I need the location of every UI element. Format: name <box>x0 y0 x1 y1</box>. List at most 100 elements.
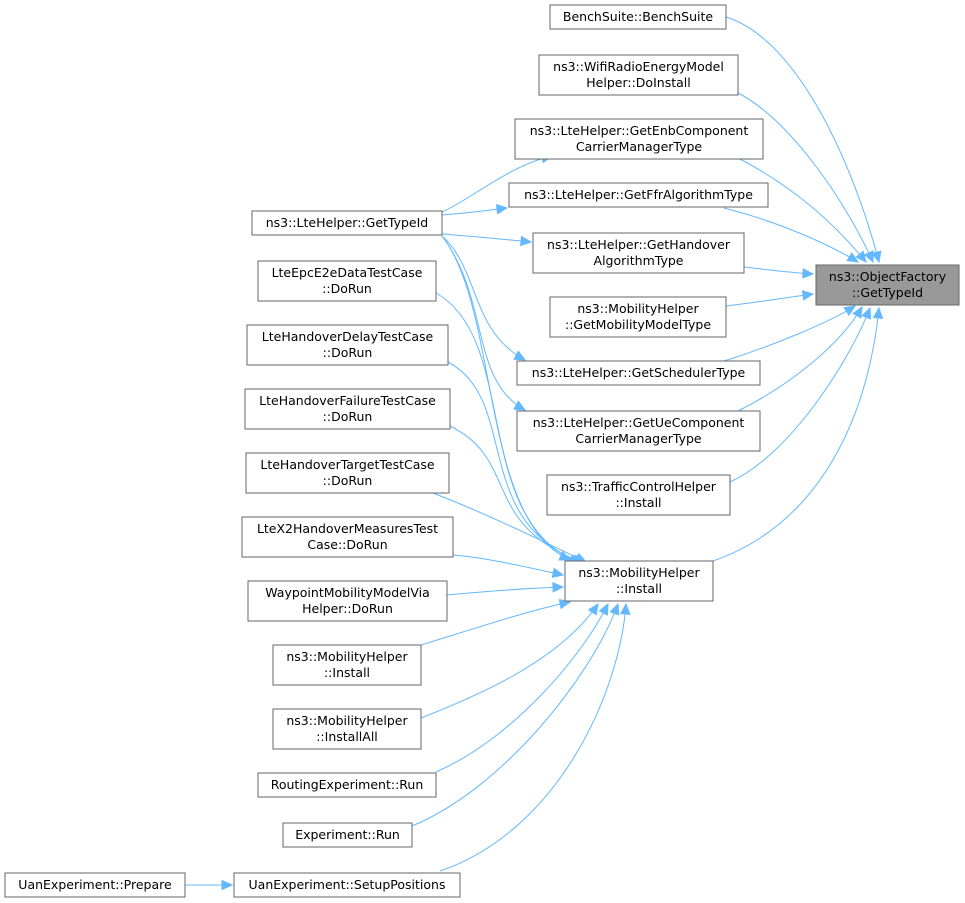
node-label: Experiment::Run <box>295 827 400 842</box>
node-box <box>549 296 727 338</box>
node-mhinstall2[interactable]: ns3::MobilityHelper::Install <box>272 644 422 686</box>
edge-line <box>427 490 587 563</box>
node-tch[interactable]: ns3::TrafficControlHelper::Install <box>546 474 731 516</box>
node-label: WaypointMobilityModelVia <box>265 585 430 600</box>
arrowhead-icon <box>863 250 874 264</box>
node-box <box>251 210 443 236</box>
node-box <box>244 388 451 430</box>
node-hotarget[interactable]: LteHandoverTargetTestCase::DoRun <box>245 452 450 494</box>
node-label: ns3::MobilityHelper <box>577 301 699 316</box>
arrowhead-icon <box>495 203 509 215</box>
node-label: ns3::MobilityHelper <box>286 649 408 664</box>
edge-line <box>723 305 856 362</box>
node-mhinstallall[interactable]: ns3::MobilityHelper::InstallAll <box>272 708 422 750</box>
nodes-layer: ns3::ObjectFactory::GetTypeId BenchSuite:… <box>4 4 960 898</box>
node-mhinstall[interactable]: ns3::MobilityHelper::Install <box>564 560 714 602</box>
node-box <box>532 232 745 274</box>
edge-line <box>435 603 609 773</box>
node-label: ns3::MobilityHelper <box>286 713 408 728</box>
edge-line <box>449 425 585 564</box>
node-box <box>257 260 437 302</box>
edge-uanprep-to-uansetup <box>184 879 234 891</box>
node-label: ::DoRun <box>323 473 373 488</box>
node-box <box>246 324 449 366</box>
node-ffr[interactable]: ns3::LteHelper::GetFfrAlgorithmType <box>508 182 769 208</box>
node-label: ns3::LteHelper::GetUeComponent <box>533 415 745 430</box>
arrowhead-icon <box>852 305 863 319</box>
node-label: LteEpcE2eDataTestCase <box>272 265 423 280</box>
edge-sched-to-focus <box>723 305 857 362</box>
edge-line <box>737 306 863 412</box>
node-box <box>257 772 437 798</box>
arrowhead-icon <box>520 235 533 247</box>
node-box <box>538 54 739 96</box>
node-routing[interactable]: RoutingExperiment::Run <box>257 772 437 798</box>
edge-uansetup-to-mhinstall <box>439 602 631 872</box>
node-label: ns3::MobilityHelper <box>578 565 700 580</box>
node-label: LteX2HandoverMeasuresTest <box>257 521 438 536</box>
node-sched[interactable]: ns3::LteHelper::GetSchedulerType <box>516 360 761 386</box>
node-epc[interactable]: LteEpcE2eDataTestCase::DoRun <box>257 260 437 302</box>
edges-layer <box>184 16 884 891</box>
node-label: ns3::LteHelper::GetFfrAlgorithmType <box>524 187 753 202</box>
node-box <box>514 118 764 160</box>
edge-line <box>725 293 814 307</box>
edge-line <box>441 235 526 411</box>
node-label: ::DoRun <box>323 409 373 424</box>
node-box <box>564 560 714 602</box>
node-label: ::InstallAll <box>316 729 378 744</box>
node-box <box>272 644 422 686</box>
node-box <box>245 452 450 494</box>
node-hofail[interactable]: LteHandoverFailureTestCase::DoRun <box>244 388 451 430</box>
node-exprun[interactable]: Experiment::Run <box>282 822 413 848</box>
node-label: Helper::DoRun <box>302 601 393 616</box>
edge-line <box>441 233 532 243</box>
node-uanprep[interactable]: UanExperiment::Prepare <box>4 872 186 898</box>
node-label: ::GetMobilityModelType <box>565 317 711 332</box>
arrowhead-icon <box>861 306 872 320</box>
arrowhead-icon <box>609 602 620 616</box>
node-label: ::Install <box>615 495 661 510</box>
node-mobmodel[interactable]: ns3::MobilityHelper::GetMobilityModelTyp… <box>549 296 727 338</box>
node-box <box>549 4 727 30</box>
arrowhead-icon <box>552 582 565 593</box>
node-focus[interactable]: ns3::ObjectFactory::GetTypeId <box>815 264 960 306</box>
edge-line <box>441 235 526 361</box>
arrowhead-icon <box>551 567 565 578</box>
arrowhead-icon <box>587 602 599 616</box>
arrowhead-icon <box>801 290 815 301</box>
node-box <box>272 708 422 750</box>
node-label: LteHandoverDelayTestCase <box>262 329 434 344</box>
edge-routing-to-mhinstall <box>435 602 609 773</box>
node-box <box>508 182 769 208</box>
arrowhead-icon <box>846 252 860 263</box>
arrowhead-icon <box>802 268 815 279</box>
edge-handoveralg-to-focus <box>743 266 815 279</box>
edge-wifiradio-to-focus <box>737 92 874 264</box>
node-box <box>546 474 731 516</box>
node-uecomp[interactable]: ns3::LteHelper::GetUeComponentCarrierMan… <box>516 410 761 452</box>
node-ltegettype[interactable]: ns3::LteHelper::GetTypeId <box>251 210 443 236</box>
edge-line <box>420 601 571 646</box>
arrowhead-icon <box>871 250 882 264</box>
edge-line <box>737 92 874 263</box>
node-enbcomp[interactable]: ns3::LteHelper::GetEnbComponentCarrierMa… <box>514 118 764 160</box>
arrowhead-icon <box>513 350 527 361</box>
edge-ltegettype-to-ffr <box>441 203 509 216</box>
node-label: ::DoRun <box>322 281 372 296</box>
node-hodelay[interactable]: LteHandoverDelayTestCase::DoRun <box>246 324 449 366</box>
arrowhead-icon <box>843 305 857 317</box>
edge-line <box>712 307 880 562</box>
node-uansetup[interactable]: UanExperiment::SetupPositions <box>233 872 461 898</box>
edge-line <box>439 603 627 872</box>
node-label: ns3::ObjectFactory <box>829 269 947 284</box>
node-wifiradio[interactable]: ns3::WifiRadioEnergyModelHelper::DoInsta… <box>538 54 739 96</box>
node-bench[interactable]: BenchSuite::BenchSuite <box>549 4 727 30</box>
node-label: LteHandoverTargetTestCase <box>260 457 435 472</box>
edge-line <box>737 157 867 263</box>
edge-exprun-to-mhinstall <box>411 602 620 827</box>
node-box <box>516 410 761 452</box>
